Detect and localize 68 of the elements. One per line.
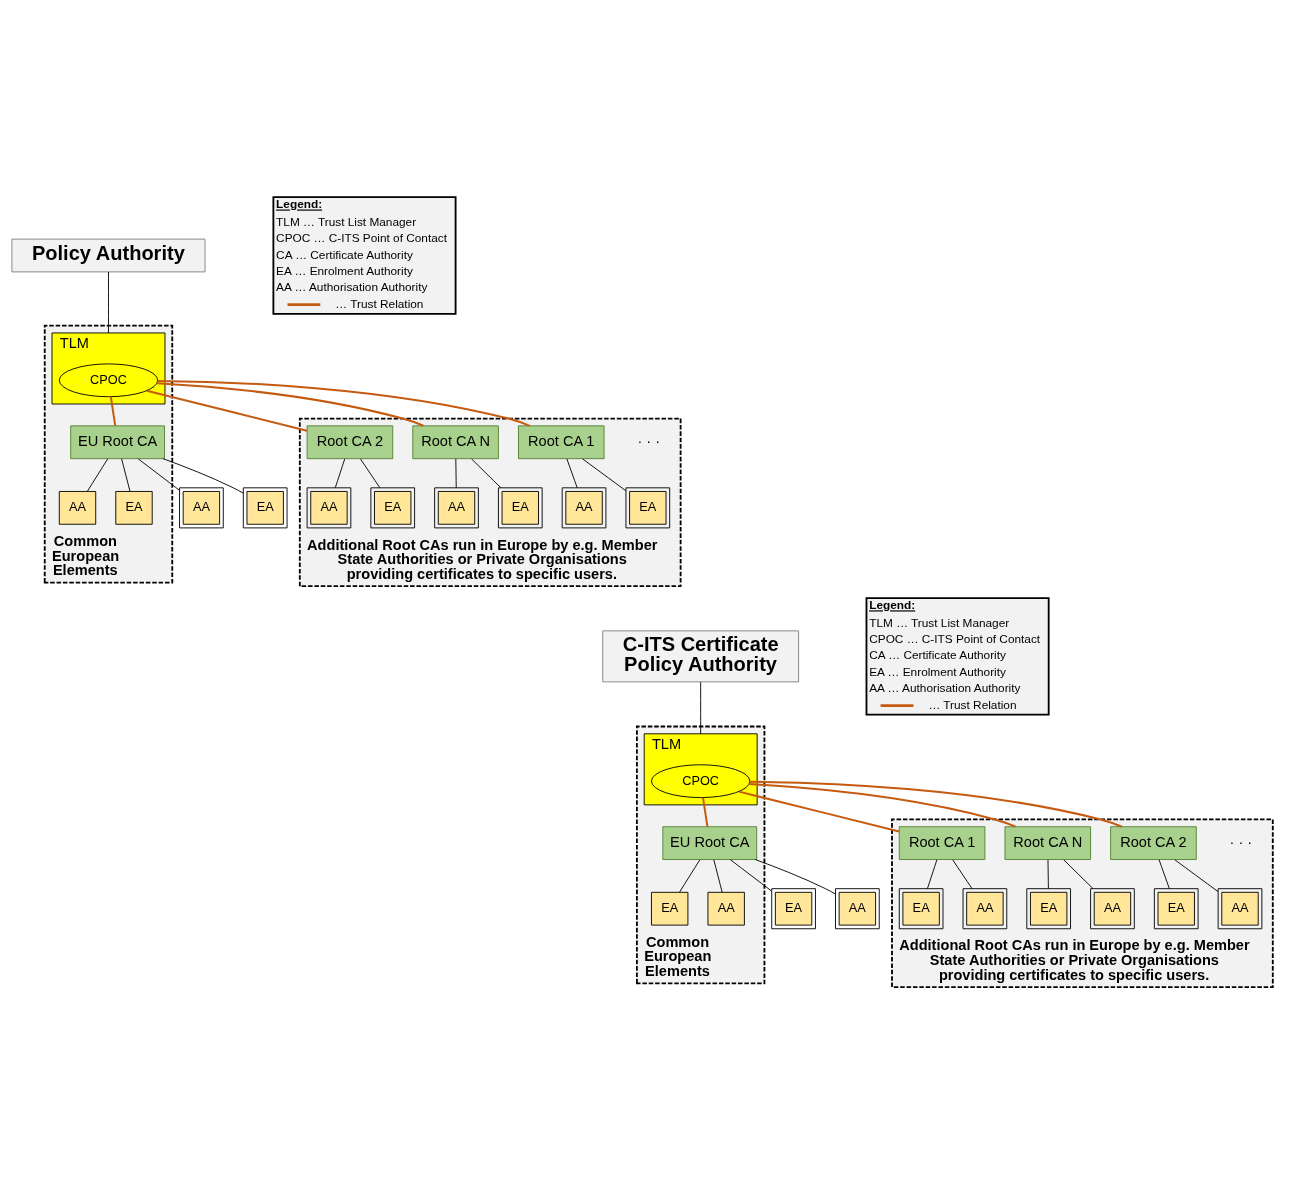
node-box: EA — [115, 491, 153, 525]
legend-label: … Trust Relation — [335, 296, 424, 311]
connector — [952, 859, 973, 890]
connector — [137, 458, 180, 491]
node-box: AA — [707, 891, 745, 926]
connector — [748, 780, 1123, 828]
connector — [86, 458, 109, 492]
connector — [748, 783, 1017, 828]
connector — [754, 859, 836, 895]
connector — [1063, 859, 1094, 890]
node-box: EA — [370, 487, 416, 529]
node-box: EA — [651, 891, 689, 926]
connector — [730, 859, 773, 892]
connector — [471, 458, 502, 489]
node-box: EA — [242, 487, 288, 529]
connector — [702, 796, 709, 828]
connector — [109, 395, 117, 427]
legend-label: EA … Enrolment Authority — [276, 264, 413, 278]
legend-label: CA … Certificate Authority — [869, 648, 1006, 663]
legend-label: AA … Authorisation Authority — [276, 280, 428, 295]
connector — [108, 271, 109, 334]
connector — [1174, 859, 1219, 892]
node-box: EU Root CA — [70, 425, 165, 460]
legend-label: CPOC … C-ITS Point of Contact — [869, 632, 1041, 647]
node-box: AA — [561, 487, 607, 529]
node-box: EA — [625, 487, 671, 529]
node-box: Root CA 1 — [518, 425, 605, 460]
label: · · · — [637, 432, 661, 449]
connector — [145, 389, 308, 432]
connector — [360, 458, 381, 489]
node-box: Root CA N — [1004, 826, 1092, 860]
connector — [155, 382, 425, 427]
node-box: AA — [58, 491, 97, 525]
connector — [700, 681, 702, 735]
label: Legend: — [869, 598, 916, 613]
label: Legend: — [276, 197, 323, 212]
node-box: Root CA 2 — [1110, 826, 1197, 860]
connector — [1047, 859, 1049, 890]
node-box: Root CA 2 — [306, 425, 394, 460]
connector — [121, 458, 131, 492]
connector — [334, 458, 346, 489]
connector — [679, 859, 701, 893]
connector — [582, 458, 627, 492]
legend-label: CA … Certificate Authority — [276, 247, 413, 262]
node-box: Root CA N — [412, 425, 499, 460]
node-box: EU Root CA — [662, 826, 758, 860]
legend-label: TLM … Trust List Manager — [869, 615, 1010, 630]
connector — [927, 859, 938, 890]
node-ellipse: CPOC — [58, 363, 159, 398]
legend-label: EA … Enrolment Authority — [869, 664, 1006, 679]
connector — [566, 458, 578, 489]
node-box: Root CA 1 — [898, 826, 986, 860]
node-box: Policy Authority — [11, 238, 206, 273]
connector — [737, 790, 901, 833]
connector — [713, 859, 723, 893]
connector — [1158, 859, 1170, 890]
legend-label: … Trust Relation — [928, 697, 1017, 712]
connector — [162, 458, 244, 494]
node-box: EA — [497, 487, 543, 529]
connector — [455, 458, 457, 489]
legend-label: TLM … Trust List Manager — [276, 214, 417, 229]
connector — [156, 379, 531, 427]
label: · · · — [1229, 833, 1253, 850]
node-box: AA — [306, 487, 352, 529]
legend-label: AA … Authorisation Authority — [869, 681, 1021, 696]
node-ellipse: CPOC — [651, 764, 751, 799]
legend-label: CPOC … C-ITS Point of Contact — [276, 231, 448, 246]
node-box: C-ITS Certificate Policy Authority — [602, 630, 800, 683]
